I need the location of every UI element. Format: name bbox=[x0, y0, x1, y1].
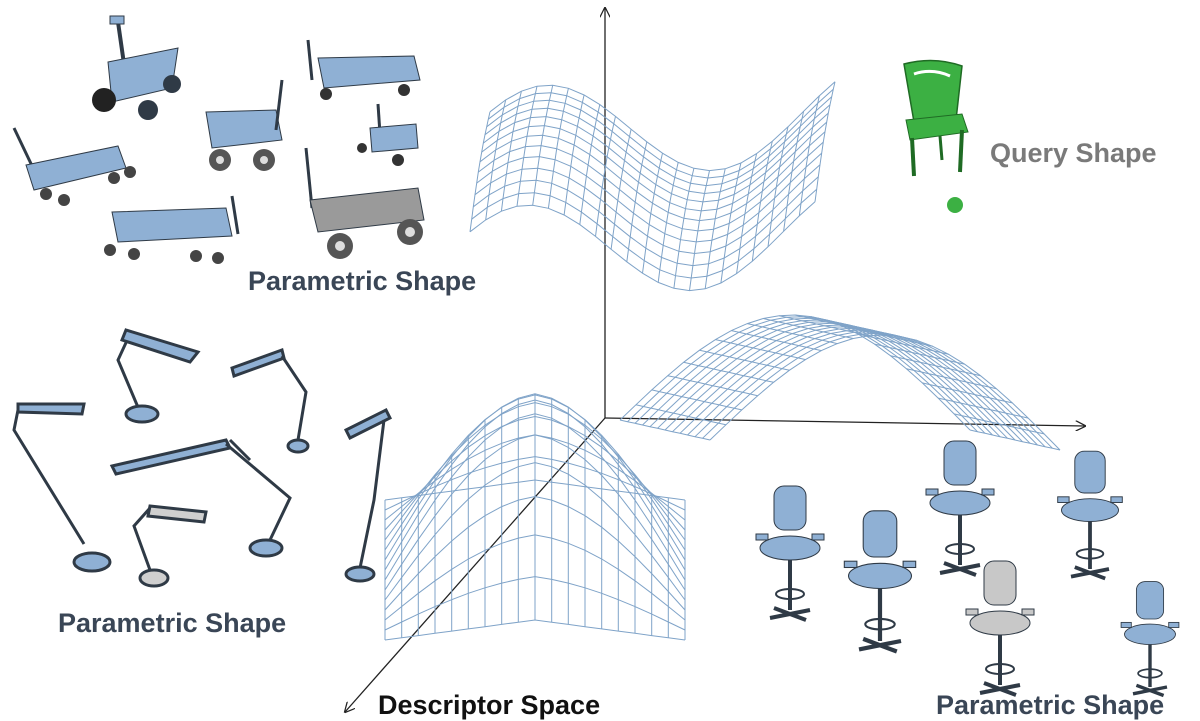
mesh-line bbox=[384, 576, 686, 631]
mesh-line bbox=[384, 434, 686, 591]
mesh-line bbox=[477, 141, 824, 232]
mesh-line bbox=[532, 85, 554, 206]
lamp-shape bbox=[343, 407, 393, 583]
mesh-line bbox=[783, 111, 805, 232]
mesh-line bbox=[619, 314, 971, 431]
mesh-line bbox=[384, 479, 686, 501]
mesh-line bbox=[709, 334, 1061, 451]
mesh-line bbox=[487, 88, 834, 179]
lamps-label: Parametric Shape bbox=[58, 608, 287, 638]
chair-shape bbox=[925, 440, 995, 577]
chair-shape bbox=[755, 485, 825, 622]
mesh-line bbox=[798, 95, 820, 216]
saddle-mesh-top bbox=[469, 81, 836, 292]
mesh-line bbox=[384, 495, 686, 611]
wagon-shape-highlighted bbox=[309, 187, 425, 259]
mesh-line bbox=[489, 81, 836, 172]
lamp-shape bbox=[230, 348, 310, 454]
mesh-line bbox=[472, 176, 819, 267]
mesh-line bbox=[610, 129, 632, 250]
mesh-line bbox=[384, 534, 686, 621]
mesh-line bbox=[579, 104, 601, 225]
wagon-shape bbox=[357, 103, 419, 166]
mesh-line bbox=[694, 331, 1046, 448]
mesh-line bbox=[484, 104, 831, 195]
mesh-line bbox=[384, 393, 686, 561]
mesh-line bbox=[672, 326, 1023, 443]
mesh-line bbox=[384, 402, 686, 541]
lamp-group bbox=[12, 328, 393, 588]
lamp-shape bbox=[228, 438, 252, 462]
chair-shape bbox=[1057, 450, 1123, 581]
mesh-line bbox=[384, 394, 686, 551]
wagon-shape bbox=[306, 39, 421, 100]
wagon-group bbox=[12, 15, 425, 264]
mesh-line bbox=[384, 462, 686, 601]
query-label: Query Shape bbox=[990, 138, 1157, 168]
wagon-shape bbox=[104, 195, 240, 264]
dome-mesh-center bbox=[384, 393, 686, 641]
mesh-line bbox=[657, 322, 1008, 439]
lamp-shape-highlighted bbox=[132, 504, 208, 588]
mesh-line bbox=[384, 456, 686, 511]
chairs-label: Parametric Shape bbox=[936, 690, 1165, 720]
chair-shape bbox=[843, 510, 917, 654]
mesh-line bbox=[642, 153, 663, 274]
lamp-shape bbox=[12, 402, 112, 573]
mesh-line bbox=[634, 317, 986, 434]
mesh-line bbox=[476, 152, 823, 243]
mesh-line bbox=[626, 141, 648, 262]
mesh-line bbox=[482, 112, 829, 203]
mesh-line bbox=[679, 327, 1031, 444]
mesh-line bbox=[642, 319, 993, 436]
chair-group bbox=[755, 440, 1180, 698]
wagon-shape bbox=[12, 127, 136, 206]
mesh-line bbox=[649, 321, 1001, 438]
mesh-line bbox=[384, 399, 686, 571]
chair-shape-highlighted bbox=[965, 560, 1035, 697]
lamp-shape bbox=[109, 438, 292, 558]
wagons-label: Parametric Shape bbox=[248, 266, 477, 296]
mesh-line bbox=[384, 413, 686, 581]
z-axis bbox=[345, 417, 606, 712]
mesh-line bbox=[384, 619, 686, 641]
wagon-shape bbox=[92, 15, 181, 120]
mesh-line bbox=[627, 316, 978, 433]
mesh-line bbox=[469, 201, 816, 292]
query-point-marker bbox=[947, 197, 963, 213]
arch-mesh-right bbox=[619, 314, 1061, 451]
mesh-line bbox=[481, 121, 828, 212]
mesh-line bbox=[474, 164, 821, 255]
mesh-line bbox=[687, 329, 1038, 446]
mesh-line bbox=[736, 153, 758, 274]
chair-shape bbox=[1120, 581, 1180, 698]
mesh-line bbox=[547, 88, 569, 209]
lamp-shape bbox=[116, 328, 201, 424]
mesh-line bbox=[657, 162, 679, 283]
mesh-line bbox=[479, 131, 826, 222]
mesh-line bbox=[702, 332, 1053, 449]
descriptor-space-label: Descriptor Space bbox=[378, 690, 601, 720]
mesh-line bbox=[664, 324, 1016, 441]
mesh-line bbox=[471, 188, 818, 279]
wagon-shape bbox=[304, 147, 314, 209]
mesh-line bbox=[486, 96, 833, 187]
query-shape bbox=[903, 59, 969, 177]
wagon-shape bbox=[205, 79, 284, 171]
mesh-line bbox=[469, 111, 491, 232]
